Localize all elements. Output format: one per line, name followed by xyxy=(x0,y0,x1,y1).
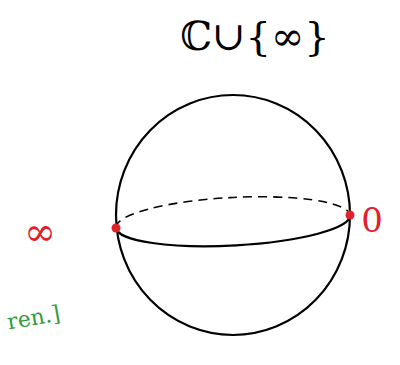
point-label: 0 xyxy=(361,203,383,237)
equator-front xyxy=(116,215,350,246)
equator-back xyxy=(116,197,350,228)
point-dot xyxy=(346,211,355,220)
point-dot xyxy=(112,224,121,233)
title: ℂ∪{∞} xyxy=(180,16,330,56)
point-label: ∞ xyxy=(24,213,56,251)
note: ren.] xyxy=(6,303,62,334)
sphere-outline xyxy=(116,95,350,335)
